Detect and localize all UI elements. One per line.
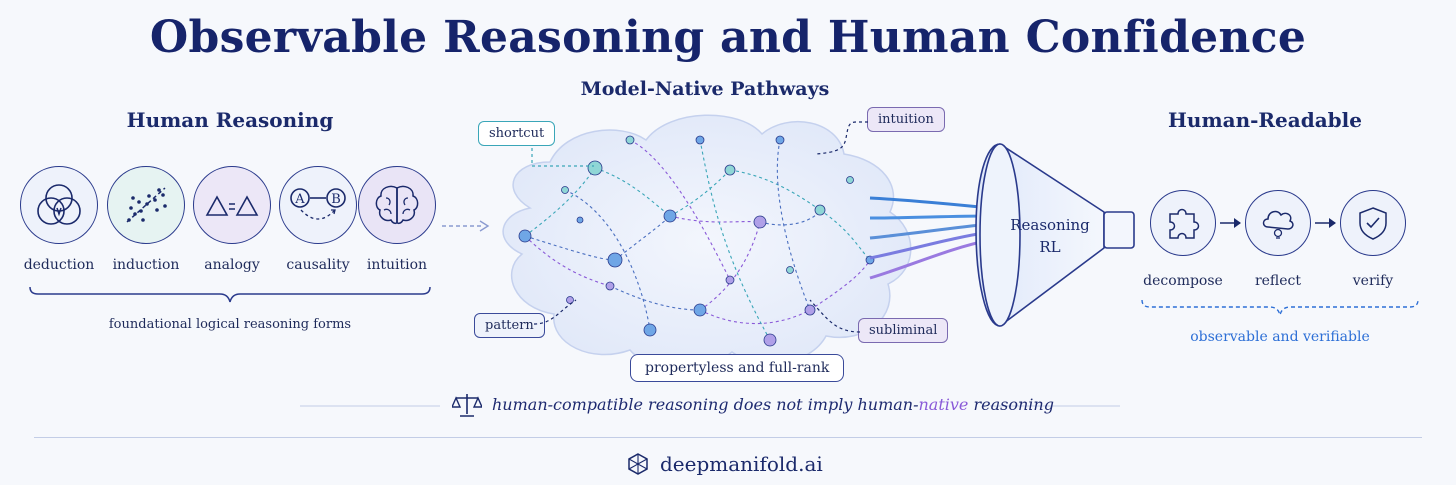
svg-text:A: A [294, 192, 305, 207]
reflect-circle [1245, 190, 1311, 256]
reflect-label: reflect [1254, 273, 1302, 289]
tagline: human-compatible reasoning does not impl… [492, 395, 1054, 414]
right-brace [1141, 299, 1419, 316]
decompose-label: decompose [1143, 273, 1223, 289]
subliminal-connector [809, 299, 861, 333]
pattern-connector [533, 299, 577, 325]
intuition-label: intuition [366, 257, 428, 273]
verify-circle [1340, 190, 1406, 256]
model-native-title: Model-Native Pathways [580, 78, 830, 100]
tagline-part1: human-compatible reasoning does not impl… [492, 395, 919, 414]
tagline-accent: native [918, 395, 969, 414]
induction-label: induction [112, 257, 180, 273]
brain-icon [375, 185, 419, 225]
deduction-circle [20, 166, 98, 244]
verify-label: verify [1352, 273, 1394, 289]
human-readable-title: Human-Readable [1168, 108, 1362, 132]
scales-icon [452, 394, 482, 417]
reasoning-funnel: Reasoning RL [975, 143, 1135, 327]
tagline-rule [300, 405, 1120, 407]
venn-icon [37, 184, 81, 225]
intuition-connector [815, 121, 868, 155]
footer-brand[interactable]: deepmanifold.ai [660, 452, 823, 476]
shield-check-icon [1359, 207, 1387, 240]
cloud-bulb-icon [1262, 210, 1294, 239]
puzzle-icon [1169, 208, 1200, 239]
decompose-circle [1150, 190, 1216, 256]
shortcut-tag: shortcut [478, 121, 556, 146]
intuition-tag: intuition [867, 107, 945, 132]
a-to-b-icon: A B [290, 188, 346, 220]
funnel-line2: RL [1039, 238, 1060, 256]
deepmanifold-logo-icon [628, 453, 648, 475]
subliminal-tag: subliminal [858, 318, 949, 343]
arrow-right-icon [1220, 218, 1241, 228]
left-brace [29, 286, 431, 303]
svg-text:B: B [331, 192, 341, 207]
network-cloud [502, 114, 990, 369]
tagline-part2: reasoning [968, 395, 1054, 414]
intuition-circle [358, 166, 436, 244]
causality-label: causality [286, 257, 350, 273]
induction-circle [107, 166, 185, 244]
scatter-trend-icon [126, 187, 167, 223]
human-reasoning-note: foundational logical reasoning forms [108, 317, 352, 332]
footer-divider [34, 437, 1422, 438]
causality-circle: A B [279, 166, 357, 244]
analogy-label: analogy [204, 257, 260, 273]
arrow-right-icon [1315, 218, 1336, 228]
shortcut-connector [531, 148, 594, 167]
human-reasoning-title: Human Reasoning [126, 108, 334, 132]
human-readable-note: observable and verifiable [1190, 329, 1370, 345]
propertyless-tag: propertyless and full-rank [630, 354, 845, 382]
analogy-circle [193, 166, 271, 244]
funnel-line1: Reasoning [1010, 216, 1090, 234]
triangle-equals-icon [205, 195, 259, 216]
flow-arrow-icon [442, 220, 490, 232]
page-title: Observable Reasoning and Human Confidenc… [149, 12, 1307, 63]
pattern-tag: pattern [474, 313, 545, 338]
deduction-label: deduction [23, 257, 95, 273]
